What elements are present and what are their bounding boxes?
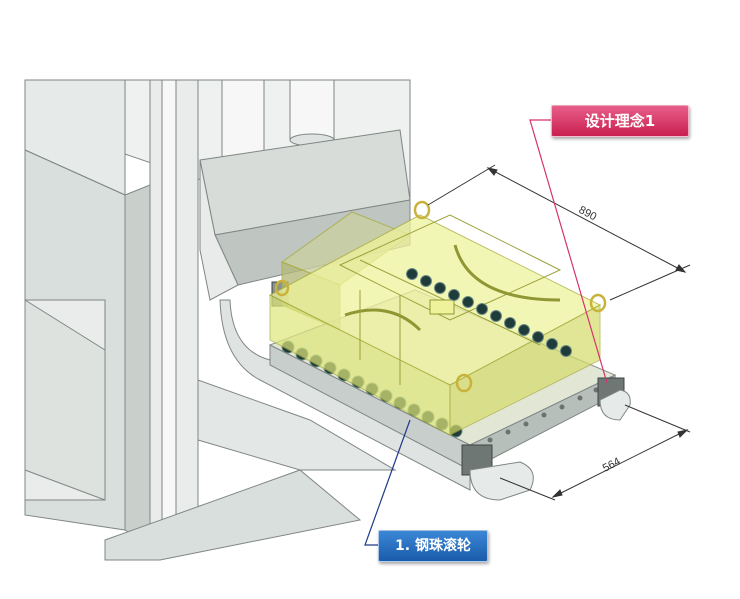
ball-rollers-top bbox=[406, 268, 572, 357]
dimension-890 bbox=[427, 164, 691, 301]
machine-frame bbox=[24, 79, 471, 561]
design-concept-callout[interactable]: 设计理念1 bbox=[551, 105, 689, 137]
dimension-width-label: 564 bbox=[601, 455, 623, 474]
callout-leaders bbox=[364, 119, 608, 546]
dimension-length-label: 890 bbox=[577, 204, 599, 223]
mold-block bbox=[268, 200, 607, 436]
dimension-564 bbox=[499, 404, 691, 501]
ball-roller-callout[interactable]: 1. 钢珠滚轮 bbox=[378, 530, 488, 562]
